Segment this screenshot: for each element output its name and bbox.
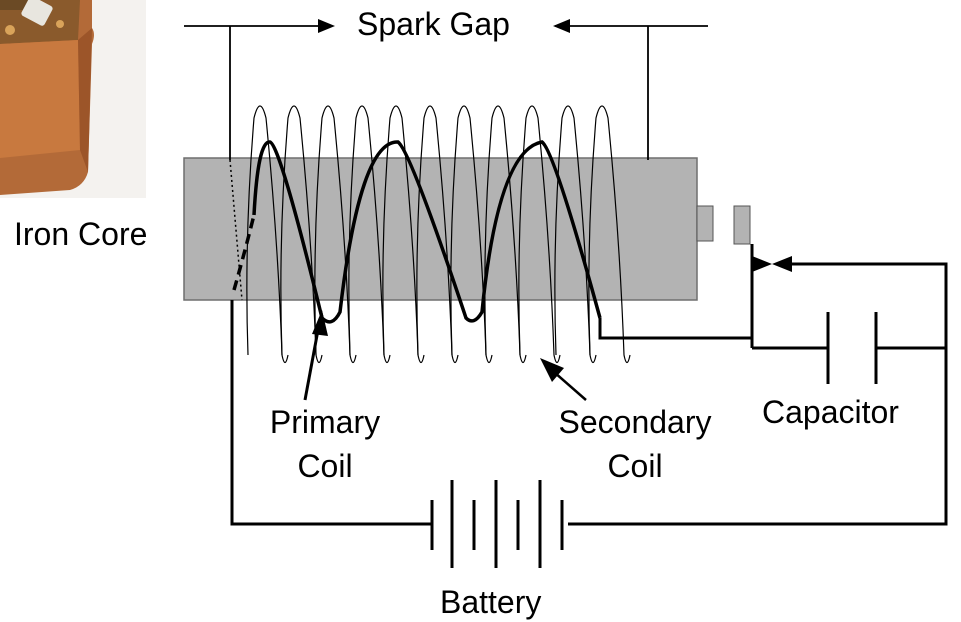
secondary-coil-loop (314, 105, 357, 364)
spark-gap-label: Spark Gap (357, 6, 510, 42)
secondary-coil-loop (382, 105, 425, 364)
battery-symbol (430, 480, 564, 568)
secondary-coil-loop (484, 105, 527, 364)
induction-coil-photo (0, 0, 146, 198)
secondary-coil-pointer (540, 358, 587, 401)
primary-coil (232, 140, 602, 324)
contact-arrow (772, 256, 792, 272)
spark-gap-arrow-left (553, 19, 570, 33)
secondary-coil-loop (348, 105, 391, 364)
core-left-edge-dotted (229, 159, 243, 301)
primary-coil-label-line1: Primary (269, 404, 381, 440)
interrupter-contact-right (733, 205, 751, 245)
secondary-coil-label-line2: Coil (607, 448, 663, 484)
spark-gap-arrow-right (318, 19, 335, 33)
iron-core-label: Iron Core (14, 216, 148, 252)
spark-gap-leads (184, 25, 708, 160)
secondary-coil-loop (518, 105, 561, 364)
secondary-coil-loop (416, 105, 459, 364)
primary-coil-pointer (303, 310, 328, 401)
secondary-coil-loop (450, 105, 493, 364)
secondary-coil-loop (554, 105, 597, 364)
battery-label: Battery (440, 584, 542, 620)
secondary-coil-loop (246, 105, 289, 364)
contact-tip (752, 256, 772, 272)
circuit-wires (230, 244, 948, 526)
secondary-coil-loop (588, 105, 631, 364)
secondary-coil (246, 105, 631, 364)
primary-coil-label-line2: Coil (297, 448, 353, 484)
interrupter-contact-left (696, 205, 714, 242)
capacitor-label: Capacitor (762, 394, 899, 430)
capacitor-symbol (826, 312, 878, 384)
iron-core (183, 157, 698, 301)
secondary-coil-label-line1: Secondary (558, 404, 712, 440)
secondary-coil-loop (280, 105, 323, 364)
